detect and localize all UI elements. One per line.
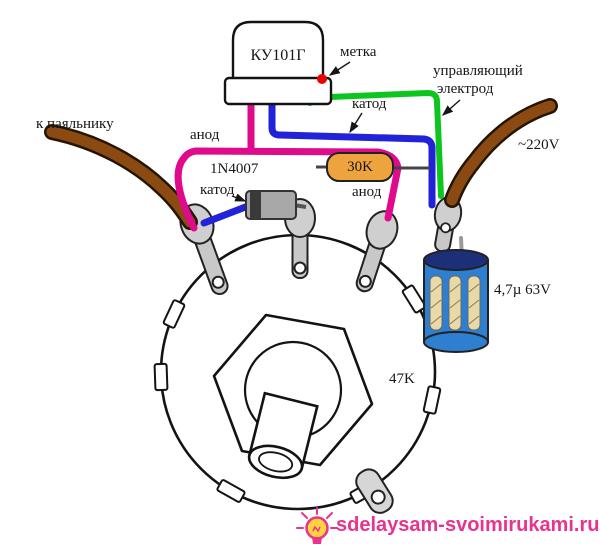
capacitor-body xyxy=(423,249,489,353)
wire-blue xyxy=(200,98,436,227)
capacitor-slots xyxy=(429,275,481,331)
capacitor-top xyxy=(423,249,489,271)
potentiometer-shaft xyxy=(247,391,319,480)
label-anode-bottom: анод xyxy=(352,184,382,200)
pointer-arrows xyxy=(231,61,461,202)
label-mark: метка xyxy=(340,44,377,60)
wire-brown-left xyxy=(44,124,198,230)
diode-1n4007 xyxy=(245,190,307,220)
thyristor-label: КУ101Г xyxy=(250,47,306,64)
wire-brown-right xyxy=(444,98,558,208)
label-mains-voltage: ~220V xyxy=(518,137,560,153)
resistor-30k xyxy=(316,152,430,182)
label-to-soldering-iron: к паяльнику xyxy=(36,116,114,132)
label-control-electrode-line1: управляющий xyxy=(433,63,523,79)
watermark-text: sdelaysam-svoimirukami.ru xyxy=(336,514,600,536)
potentiometer-value-label: 47K xyxy=(389,371,415,387)
lightbulb-icon xyxy=(296,507,338,544)
potentiometer-body xyxy=(153,233,442,514)
label-control-electrode-line2: электрод xyxy=(437,81,494,97)
label-diode: 1N4007 xyxy=(210,161,259,177)
capacitor-value-label: 4,7µ 63V xyxy=(494,282,551,298)
mounting-tab xyxy=(355,468,394,514)
label-cathode-top: катод xyxy=(352,96,387,112)
thyristor-body xyxy=(223,20,333,106)
mark-dot xyxy=(317,74,327,84)
label-anode-top: анод xyxy=(190,127,220,143)
label-cathode-bottom: катод xyxy=(200,182,235,198)
wire-magenta xyxy=(174,98,402,232)
resistor-value-label: 30K xyxy=(347,159,373,175)
